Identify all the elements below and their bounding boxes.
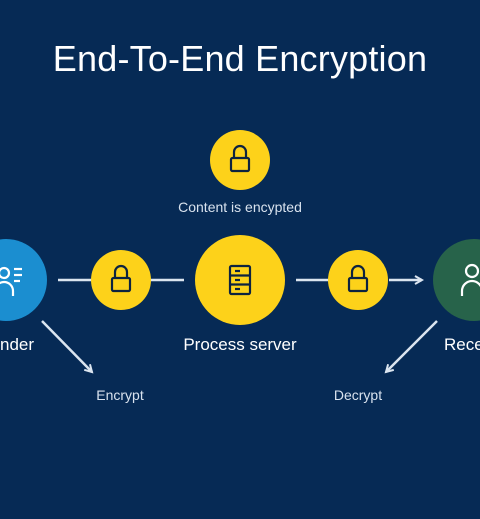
arrow-decrypt [386,320,438,372]
list-lines-icon [14,267,22,283]
server-icon [228,264,252,296]
receiver-label: Rece [444,335,480,354]
user-icon [460,263,480,296]
encrypted-lock-right [328,250,388,310]
sender-node [0,239,47,321]
receiver-node [433,239,480,321]
arrow-encrypt [41,320,92,372]
lock-icon [229,144,251,173]
encrypt-label: Encrypt [96,387,144,403]
process-server-node [195,235,285,325]
encrypted-lock-left [91,250,151,310]
decrypt-label: Decrypt [333,387,383,403]
lock-icon [347,264,369,293]
sender-label: nder [0,335,35,354]
process-server-label: Process server [183,335,297,354]
page-title: End-To-End Encryption [52,38,428,79]
user-icon [0,266,15,296]
content-encrypted-caption: Content is encypted [178,199,302,215]
lock-icon [110,264,132,293]
content-lock-node [210,130,270,190]
